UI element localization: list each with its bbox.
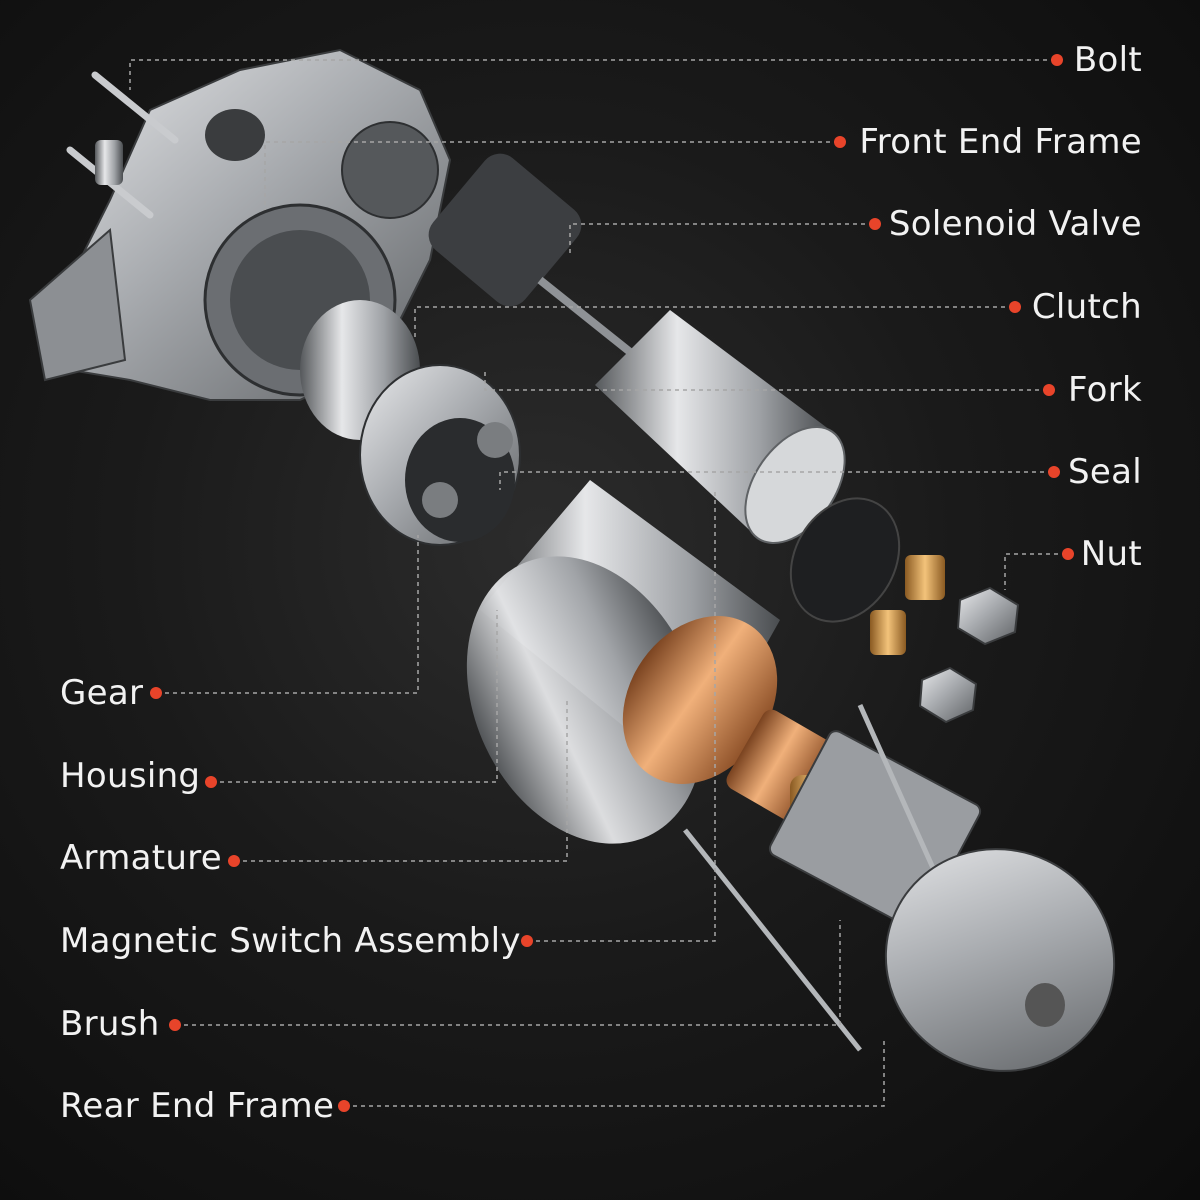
leader-line-bolt (129, 59, 1055, 90)
marker-dot-seal (1048, 466, 1060, 478)
marker-dot-fork (1043, 384, 1055, 396)
label-rear-end-frame: Rear End Frame (60, 1086, 335, 1126)
marker-dots (150, 54, 1074, 1112)
leader-line-armature (235, 700, 568, 862)
leader-line-clutch (414, 306, 1013, 340)
label-seal: Seal (1068, 452, 1142, 492)
leader-line-fork (484, 370, 1047, 391)
leader-line-solenoid-valve (569, 223, 873, 255)
marker-dot-solenoid-valve (869, 218, 881, 230)
leader-line-seal (499, 471, 1052, 490)
marker-dot-rear-end-frame (338, 1100, 350, 1112)
armature-part (466, 480, 840, 844)
label-front-end-frame: Front End Frame (859, 122, 1142, 162)
leader-line-rear-end-frame (345, 1040, 885, 1107)
gear-part (300, 300, 521, 546)
label-brush: Brush (60, 1004, 160, 1044)
marker-dot-bolt (1051, 54, 1063, 66)
label-gear: Gear (60, 673, 144, 713)
label-solenoid-valve: Solenoid Valve (888, 204, 1142, 244)
bolt-part (66, 71, 179, 219)
leader-lines (129, 59, 1066, 1107)
leader-line-brush (176, 920, 841, 1026)
solenoid-valve-part (428, 153, 643, 364)
label-nut: Nut (1080, 534, 1142, 574)
marker-dot-front-end-frame (834, 136, 846, 148)
label-clutch: Clutch (1031, 287, 1142, 327)
marker-dot-magnetic-switch-assembly (521, 935, 533, 947)
nut-part (918, 586, 1020, 724)
leader-line-nut (1004, 553, 1066, 590)
label-armature: Armature (60, 838, 223, 878)
leader-line-gear (157, 535, 419, 694)
marker-dot-armature (228, 855, 240, 867)
leader-line-front-end-frame (264, 141, 838, 210)
seal-part (789, 497, 945, 655)
marker-dot-clutch (1009, 301, 1021, 313)
marker-dot-gear (150, 687, 162, 699)
marker-dot-brush (169, 1019, 181, 1031)
label-housing: Housing (60, 756, 201, 796)
rear-end-frame-part (884, 848, 1116, 1072)
marker-dot-nut (1062, 548, 1074, 560)
leader-line-magnetic-switch-assembly (528, 490, 716, 942)
label-fork: Fork (1067, 370, 1142, 410)
label-bolt: Bolt (1073, 40, 1142, 80)
front-end-frame-part (28, 48, 452, 401)
label-magnetic-switch-assembly: Magnetic Switch Assembly (60, 921, 521, 961)
marker-dot-housing (205, 776, 217, 788)
leader-line-housing (212, 610, 498, 783)
